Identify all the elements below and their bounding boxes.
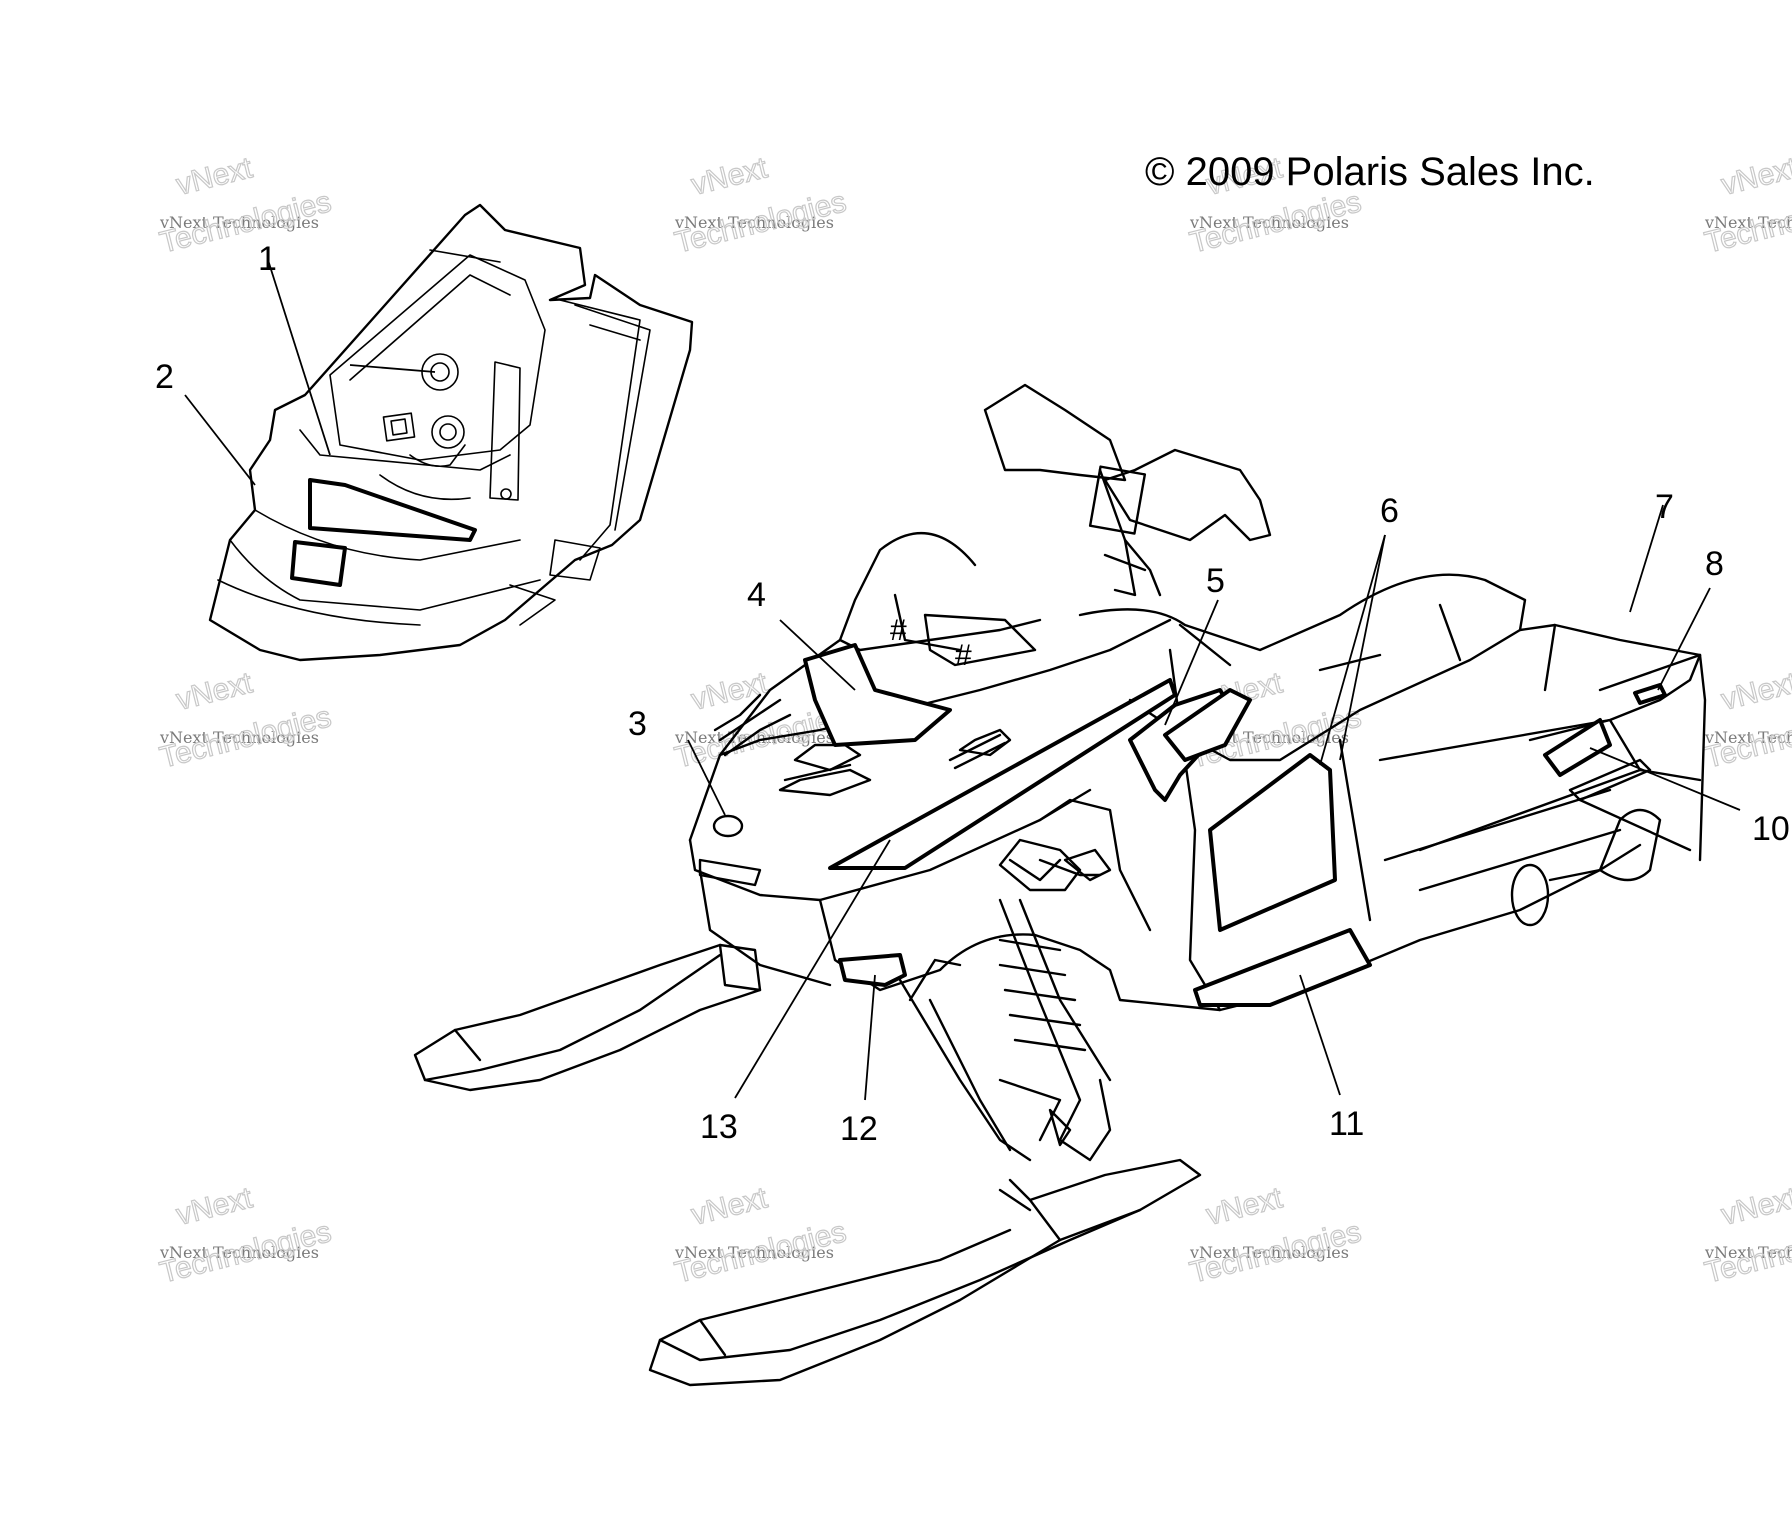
watermark: vNext vNext Technologies Technologies	[1701, 151, 1792, 261]
svg-text:vNext: vNext	[688, 1181, 771, 1232]
headlight-emblem	[712, 814, 744, 838]
svg-text:vNext Technologies: vNext Technologies	[1704, 213, 1792, 232]
svg-text:vNext Technologies: vNext Technologies	[674, 213, 834, 232]
side-stripe-decal	[828, 678, 1177, 870]
watermark: vNext vNext Technologies Technologies	[1701, 1181, 1792, 1291]
callout-labels: 1 2 3 4 5 6 7 8 10 11 12 13	[155, 240, 1790, 1148]
svg-text:vNext: vNext	[1203, 1181, 1286, 1232]
svg-text:vNext Technologies: vNext Technologies	[159, 1243, 319, 1262]
watermark: vNext vNext Technologies Technologies	[1186, 1181, 1365, 1291]
svg-text:vNext Technologies: vNext Technologies	[159, 728, 319, 747]
hood-decal-front	[803, 643, 952, 747]
callout-8: 8	[1705, 545, 1724, 583]
watermark-grid: vNext vNext Technologies Technologies vN…	[156, 151, 1792, 1291]
svg-text:vNext: vNext	[173, 151, 256, 202]
callout-4: 4	[747, 576, 766, 614]
svg-text:vNext Technologies: vNext Technologies	[159, 213, 319, 232]
console-outline	[208, 203, 694, 662]
callout-1: 1	[258, 240, 277, 278]
svg-text:vNext: vNext	[173, 1181, 256, 1232]
callout-2: 2	[155, 358, 174, 396]
svg-text:vNext Technologies: vNext Technologies	[674, 1243, 834, 1262]
svg-text:vNext: vNext	[688, 151, 771, 202]
svg-text:vNext: vNext	[173, 666, 256, 717]
rear-side-decal	[1543, 718, 1612, 777]
snowmobile-illustration: # #	[413, 383, 1741, 1387]
watermark: vNext vNext Technologies Technologies	[671, 1181, 850, 1291]
svg-text:vNext Technologies: vNext Technologies	[1704, 1243, 1792, 1262]
callout-12: 12	[840, 1110, 878, 1148]
svg-text:vNext Technologies: vNext Technologies	[1189, 213, 1349, 232]
console-decal-upper	[308, 478, 477, 542]
watermark: vNext vNext Technologies Technologies	[156, 151, 335, 261]
callout-11: 11	[1329, 1105, 1364, 1143]
watermark: vNext vNext Technologies Technologies	[156, 666, 335, 776]
windshield-hash-1: #	[890, 614, 907, 647]
svg-text:vNext Technologies: vNext Technologies	[674, 728, 834, 747]
svg-text:vNext: vNext	[1718, 1181, 1792, 1232]
callout-5: 5	[1206, 562, 1225, 600]
callout-7: 7	[1655, 488, 1674, 526]
svg-text:vNext Technologies: vNext Technologies	[1704, 728, 1792, 747]
svg-text:vNext: vNext	[1718, 151, 1792, 202]
front-lower-decal	[838, 953, 907, 987]
window-decal	[1163, 688, 1252, 762]
watermark: vNext vNext Technologies Technologies	[671, 151, 850, 261]
watermark: vNext vNext Technologies Technologies	[156, 1181, 335, 1291]
callout-3: 3	[628, 705, 647, 743]
main-side-decal	[1208, 753, 1337, 932]
callout-13: 13	[700, 1108, 738, 1146]
copyright-text: © 2009 Polaris Sales Inc.	[1145, 150, 1595, 194]
svg-text:vNext Technologies: vNext Technologies	[1189, 1243, 1349, 1262]
callout-6: 6	[1380, 492, 1399, 530]
lower-side-decal	[1193, 928, 1372, 1007]
svg-text:vNext: vNext	[688, 666, 771, 717]
console-decal-lower	[290, 540, 347, 587]
windshield-hash-2: #	[955, 639, 972, 672]
callout-10: 10	[1752, 810, 1790, 848]
svg-text:vNext: vNext	[1718, 666, 1792, 717]
console-inset	[184, 203, 694, 662]
